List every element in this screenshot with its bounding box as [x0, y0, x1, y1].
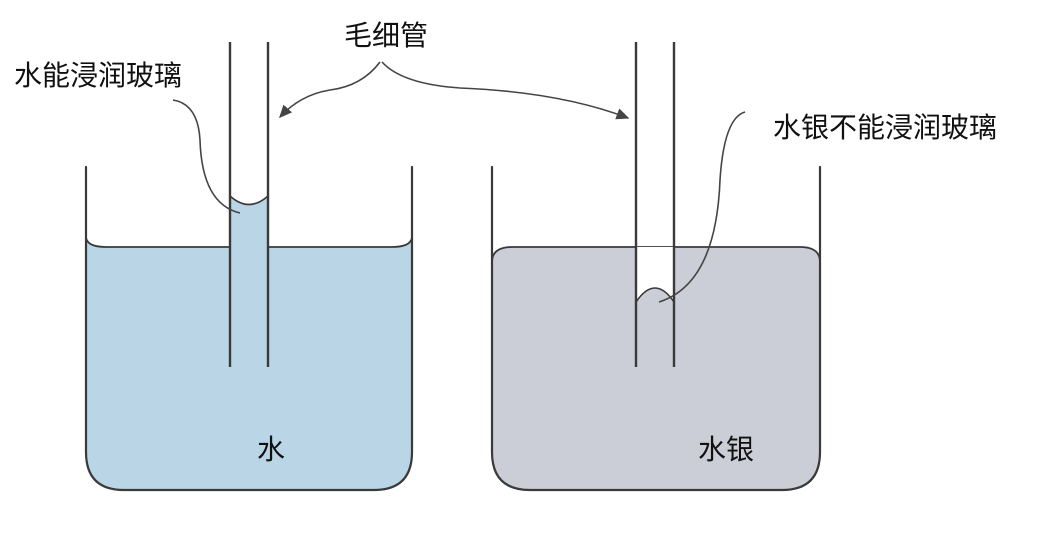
water-label-pointer	[172, 99, 241, 214]
arrow-to-left-tube	[279, 61, 381, 119]
capillary-label: 毛细管	[344, 19, 428, 52]
water-capillary-tube	[228, 42, 270, 367]
mercury-capillary-tube	[634, 42, 676, 367]
mercury-not-wet-glass-label: 水银不能浸润玻璃	[773, 111, 997, 144]
mercury-fill	[492, 247, 820, 490]
mercury-capillary-column	[636, 288, 674, 367]
mercury-beaker-outline	[490, 165, 822, 492]
mercury-label: 水银	[698, 433, 754, 466]
capillary-arrows	[279, 61, 630, 120]
water-beaker-outline	[84, 165, 414, 492]
water-wets-glass-label: 水能浸润玻璃	[14, 59, 182, 92]
water-label: 水	[257, 433, 285, 466]
arrow-to-right-tube	[381, 61, 630, 120]
water-capillary-column	[230, 196, 268, 367]
water-meniscus	[229, 195, 269, 206]
mercury-label-pointer	[658, 111, 746, 303]
